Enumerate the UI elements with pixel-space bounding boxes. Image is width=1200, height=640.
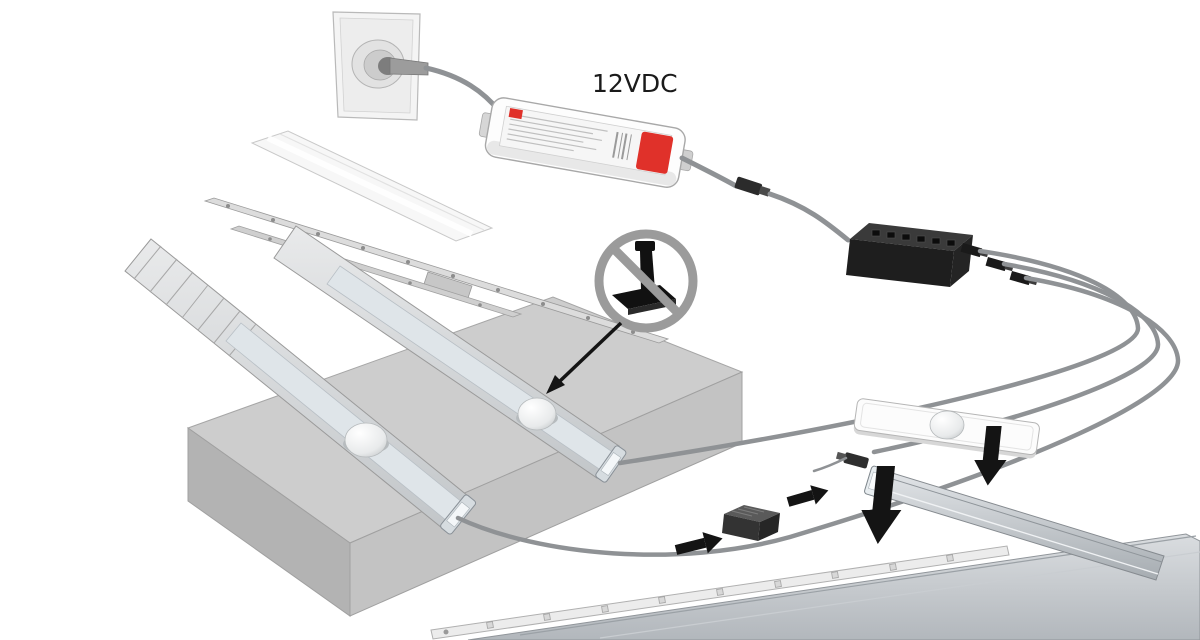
strip-connector-block: [722, 505, 780, 541]
driver-label-barcode: [612, 131, 632, 161]
plug-body: [389, 57, 429, 76]
no-press-tool-icon: [594, 229, 698, 333]
distributor-ports: [871, 229, 956, 247]
connector-ribs: [731, 506, 765, 517]
strip-mount-hole: [443, 629, 449, 635]
distributor-front: [846, 239, 954, 287]
module-pigtail: [812, 456, 848, 473]
diffuser-cover: [250, 130, 494, 242]
mounting-board: [186, 296, 744, 617]
module-dome: [929, 410, 965, 440]
pointer-arrow-icon: [546, 321, 623, 394]
led-driver: [478, 97, 694, 188]
sensor-dome-1: [344, 422, 388, 458]
right-arrow-icon-1: [674, 532, 723, 555]
aluminium-profile-1: [124, 238, 477, 535]
aluminium-profile-2: [273, 225, 627, 483]
profile-end-section: [595, 445, 627, 483]
driver-distributor-cable: [767, 191, 851, 243]
rail-holes: [226, 204, 635, 334]
driver-red-cap: [636, 131, 674, 174]
led-strip: [430, 545, 1010, 640]
inline-connector: [734, 176, 771, 197]
right-arrow-icon-2: [786, 485, 829, 507]
driver-output-cable: [679, 155, 739, 189]
bottom-rail: [467, 533, 1200, 640]
sensor-dome-2: [517, 397, 557, 431]
distributor-block: [846, 223, 973, 287]
output-plugs: [960, 243, 1038, 286]
power-cord: [423, 65, 503, 115]
down-arrow-icon-1: [861, 466, 902, 544]
wall-outlet: [332, 11, 429, 121]
power-rating-label: 12VDC: [592, 69, 678, 98]
driver-red-mark: [508, 107, 523, 120]
driver-label-text-lines: [506, 113, 608, 152]
down-arrow-icon-2: [974, 426, 1007, 486]
distributor-top: [850, 223, 973, 251]
distribution-cable-1: [617, 248, 1141, 466]
led-chips: [486, 554, 954, 629]
